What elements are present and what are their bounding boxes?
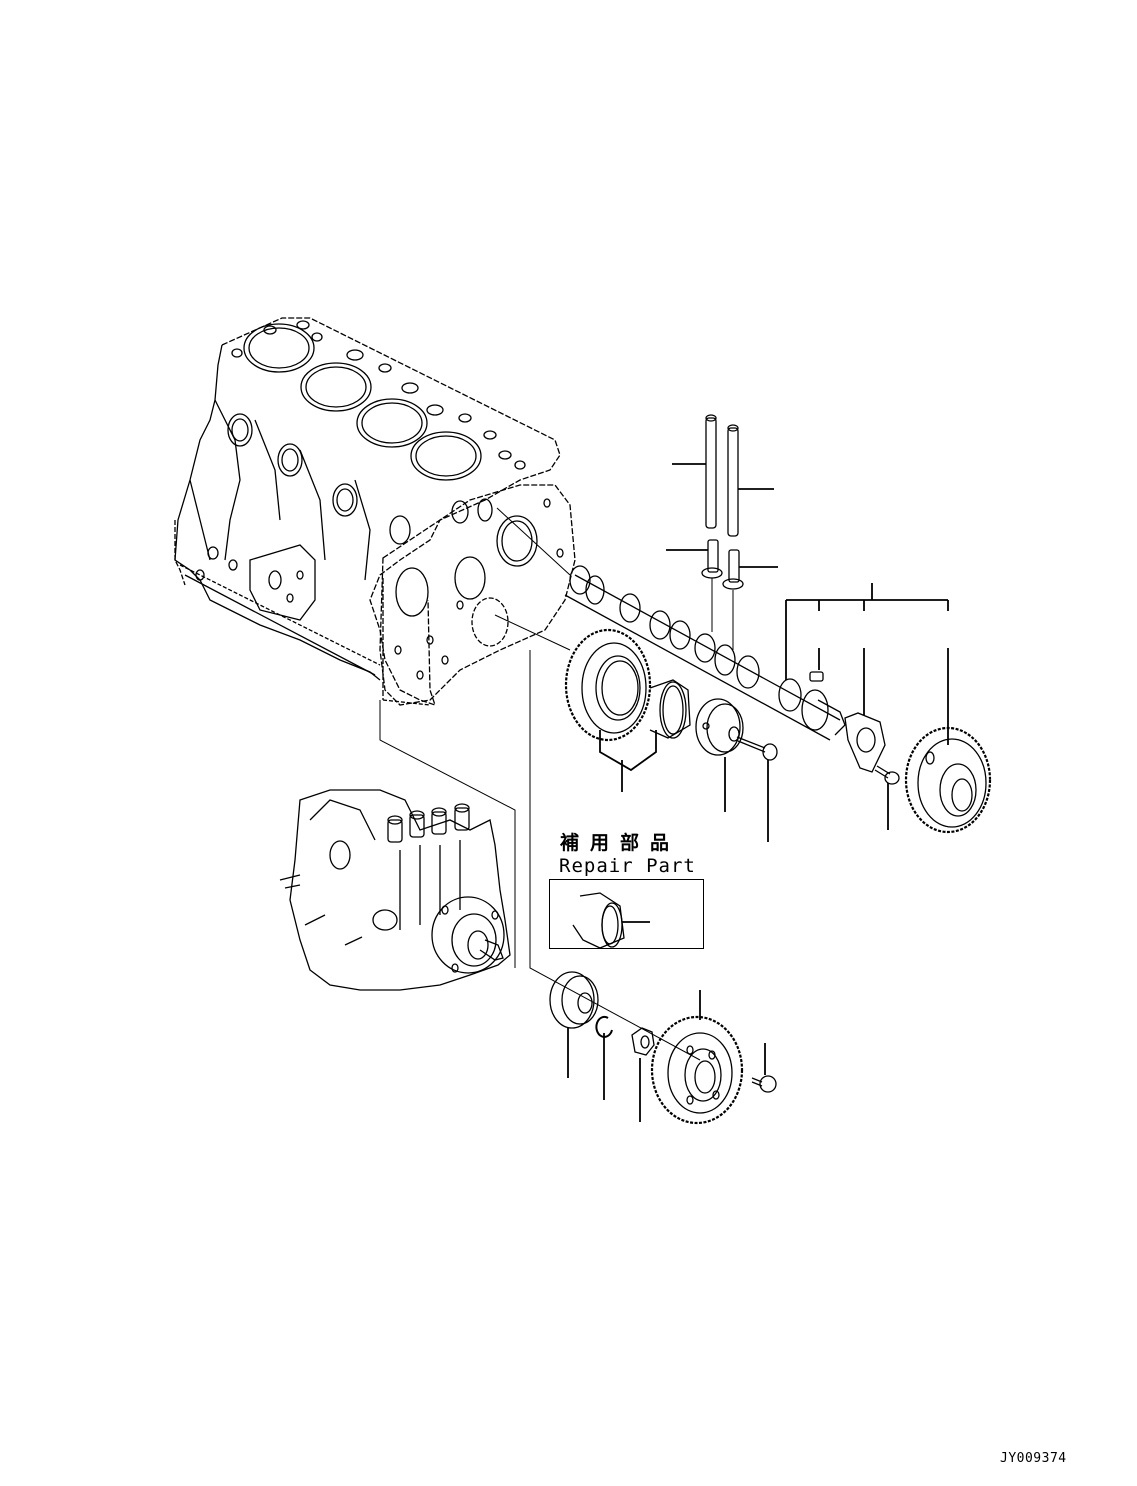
woodruff-key (809, 671, 824, 682)
idle-shaft-bolt (736, 736, 778, 761)
snap-ring (595, 1015, 613, 1100)
figure-id: JY009374 (1000, 1451, 1067, 1466)
pump-flange (549, 971, 599, 1078)
leader-lines (379, 507, 701, 1061)
repair-part-bushing (572, 892, 650, 949)
camshaft (564, 565, 846, 741)
idle-leaders (599, 730, 769, 842)
fuel-injection-pump (279, 789, 511, 991)
group-bracket (785, 583, 949, 745)
idle-gear-shaft (695, 698, 744, 756)
cam-gear (904, 726, 992, 834)
repair-part-box (549, 879, 704, 949)
repair-part-title-en: Repair Part (559, 855, 696, 877)
gear-bolt (751, 1043, 777, 1093)
idle-gear-bushing (649, 679, 691, 739)
thrust-plate (844, 712, 886, 773)
idle-gear (564, 628, 652, 742)
thrust-plate-bolt (874, 765, 900, 830)
cylinder-block (174, 317, 576, 707)
nut (631, 1027, 655, 1122)
push-rods (672, 414, 774, 537)
pump-drive-gear (650, 990, 744, 1125)
repair-part-title-jp: 補用部品 (560, 832, 681, 854)
tappets (666, 539, 778, 650)
